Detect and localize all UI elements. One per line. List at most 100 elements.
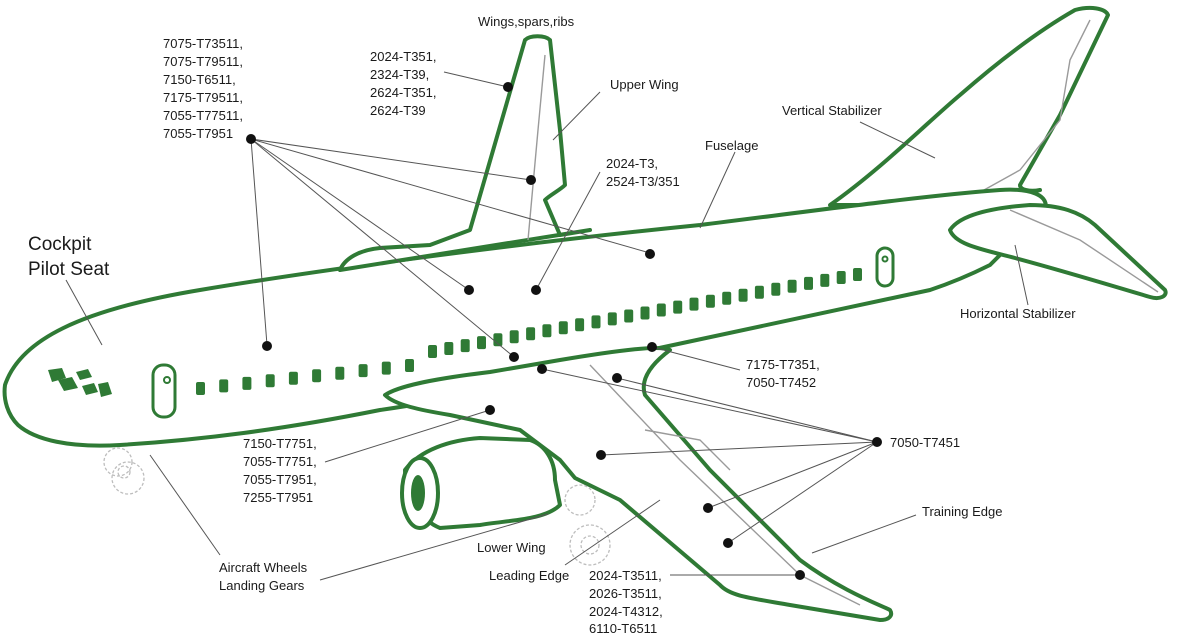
cabin-window (656, 303, 666, 317)
vertical-stabilizer-shape (828, 5, 1110, 207)
marker (703, 503, 713, 513)
horizontal-stabilizer-label: Horizontal Stabilizer (960, 306, 1076, 321)
svg-text:7055-T77511,: 7055-T77511, (163, 108, 243, 123)
horizontal-stabilizer-shape (948, 203, 1168, 301)
marker (246, 134, 256, 144)
upper-wing-spar-line (527, 54, 546, 241)
cabin-window (607, 312, 617, 326)
svg-text:2524-T3/351: 2524-T3/351 (606, 174, 680, 189)
training-edge-label: Training Edge (922, 504, 1002, 519)
svg-text:2024-T351,: 2024-T351, (370, 49, 437, 64)
cabin-window (335, 366, 345, 380)
svg-text:7150-T7751,: 7150-T7751, (243, 436, 317, 451)
cabin-window (219, 379, 229, 393)
lower-wing-label: Lower Wing (477, 540, 546, 555)
cabin-window (640, 306, 650, 320)
alloy-group-lower-left: 7150-T7751, 7055-T7751, 7055-T7951, 7255… (243, 436, 317, 505)
marker (503, 82, 513, 92)
cabin-windows (196, 268, 862, 395)
upper-wing-shape (338, 34, 592, 272)
aircraft-wheels-label: Aircraft Wheels (219, 560, 308, 575)
front-door-handle (163, 376, 171, 384)
svg-text:7050-T7451: 7050-T7451 (890, 435, 960, 450)
cabin-window (312, 369, 322, 383)
alloy-group-upper-left: 7075-T73511, 7075-T79511, 7150-T6511, 71… (163, 36, 243, 141)
wings-spars-ribs-label: Wings,spars,ribs (478, 14, 575, 29)
cabin-window (853, 268, 862, 281)
cabin-window (705, 294, 715, 308)
cabin-window (624, 309, 634, 323)
svg-text:2624-T351,: 2624-T351, (370, 85, 437, 100)
lower-wing-shape (383, 346, 894, 622)
nose-landing-gear (103, 447, 145, 495)
cabin-window (738, 288, 748, 302)
engine-intake-inner (411, 475, 425, 511)
landing-gears-label: Landing Gears (219, 578, 305, 593)
cabin-window (381, 361, 391, 375)
main-landing-gear (564, 484, 611, 566)
svg-text:7055-T7751,: 7055-T7751, (243, 454, 317, 469)
cabin-window (591, 315, 601, 329)
cabin-window (428, 345, 437, 358)
svg-text:6110-T6511: 6110-T6511 (589, 621, 657, 635)
cabin-window (509, 330, 519, 344)
cabin-window (836, 271, 846, 284)
marker (647, 342, 657, 352)
vertical-stabilizer-rudder-line (974, 19, 1091, 196)
marker (262, 341, 272, 351)
marker (723, 538, 733, 548)
rear-door (875, 246, 895, 288)
cabin-window (405, 359, 414, 372)
svg-text:7075-T73511,: 7075-T73511, (163, 36, 243, 51)
cabin-window (754, 285, 764, 299)
cabin-window (288, 371, 298, 385)
alloy-group-center-right: 7175-T7351, 7050-T7452 (746, 357, 820, 390)
pilot-seat-label: Pilot Seat (28, 259, 110, 280)
svg-text:7255-T7951: 7255-T7951 (243, 490, 313, 505)
marker (872, 437, 882, 447)
svg-text:7175-T79511,: 7175-T79511, (163, 90, 243, 105)
cabin-window (689, 297, 699, 311)
svg-text:7055-T7951: 7055-T7951 (163, 126, 233, 141)
cabin-window (242, 376, 252, 390)
cabin-window (558, 321, 568, 335)
cockpit-label: Cockpit (28, 234, 92, 255)
cabin-window (526, 327, 536, 341)
svg-text:2024-T3,: 2024-T3, (606, 156, 658, 171)
cabin-window (820, 273, 830, 287)
cabin-window (493, 333, 503, 347)
upper-wing-label: Upper Wing (610, 77, 679, 92)
cabin-window (673, 300, 683, 314)
horizontal-stabilizer-line (1009, 209, 1159, 293)
svg-text:7075-T79511,: 7075-T79511, (163, 54, 243, 69)
svg-text:7150-T6511,: 7150-T6511, (163, 72, 236, 87)
alloy-group-right: 7050-T7451 (890, 435, 960, 450)
lower-wing-flap-line (644, 429, 731, 471)
alloy-group-wing: 2024-T351, 2324-T39, 2624-T351, 2624-T39 (370, 49, 437, 118)
svg-text:2624-T39: 2624-T39 (370, 103, 426, 118)
cabin-window (771, 282, 781, 296)
marker (531, 285, 541, 295)
cabin-window (722, 291, 732, 305)
alloy-group-bottom: 2024-T3511, 2026-T3511, 2024-T4312, 6110… (589, 568, 663, 635)
leading-edge-label: Leading Edge (489, 568, 569, 583)
alloy-group-fuselage: 2024-T3, 2524-T3/351 (606, 156, 680, 189)
vertical-stabilizer-label: Vertical Stabilizer (782, 103, 882, 118)
cockpit-windows (48, 368, 112, 397)
cabin-window (804, 276, 813, 290)
marker (509, 352, 519, 362)
rear-door-handle (881, 255, 889, 263)
cabin-window (575, 318, 585, 332)
marker (537, 364, 547, 374)
material-markers (246, 82, 882, 580)
marker (526, 175, 536, 185)
svg-text:2026-T3511,: 2026-T3511, (589, 586, 662, 601)
fuselage-label: Fuselage (705, 138, 758, 153)
cabin-window (542, 324, 552, 338)
marker (596, 450, 606, 460)
marker (612, 373, 622, 383)
cabin-window (265, 374, 275, 388)
cabin-window (196, 382, 205, 395)
cabin-window (477, 336, 486, 350)
